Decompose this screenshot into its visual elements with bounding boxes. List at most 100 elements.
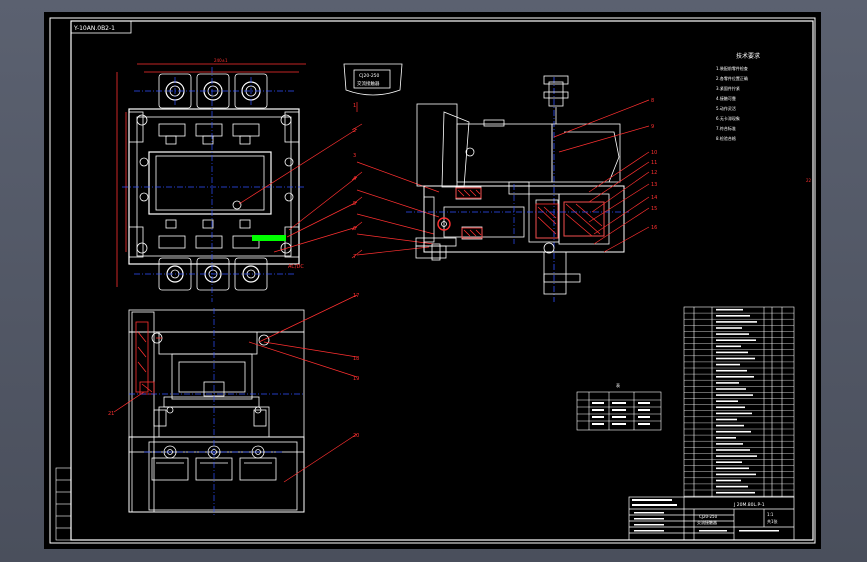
balloon-2: 2 xyxy=(353,128,356,134)
parts-list-cell xyxy=(716,461,742,463)
parts-list xyxy=(683,306,795,498)
title-tag: Y-10AN.0B2-1 xyxy=(73,25,115,32)
parts-list-cell xyxy=(716,333,749,335)
parts-list-cell xyxy=(716,376,754,378)
balloon-9: 9 xyxy=(651,124,654,130)
parts-list-cell xyxy=(716,473,756,476)
parts-list-cell xyxy=(716,437,736,439)
parts-list-cell xyxy=(716,339,756,341)
title-block-fill xyxy=(632,499,779,532)
parts-list-cell xyxy=(716,308,743,311)
coil-label: AC/DC xyxy=(288,264,304,270)
parts-list-cell xyxy=(716,321,757,323)
svg-text:8.检验合格: 8.检验合格 xyxy=(716,135,736,141)
title-block xyxy=(628,496,795,541)
parts-list-cell xyxy=(716,449,750,451)
parts-list-cell xyxy=(716,382,739,384)
left-side-table xyxy=(55,467,72,541)
shield-label-1: CJ20-250 xyxy=(359,73,380,79)
parts-list-cell xyxy=(716,400,738,402)
svg-text:3.紧固件拧紧: 3.紧固件拧紧 xyxy=(716,85,740,91)
parts-list-cell xyxy=(716,467,749,470)
svg-text:5.动作灵活: 5.动作灵活 xyxy=(716,105,736,111)
section-hatch xyxy=(455,187,605,239)
parts-list-cell xyxy=(716,412,752,415)
balloon-14: 14 xyxy=(651,195,657,201)
svg-text:6.无卡滞现象: 6.无卡滞现象 xyxy=(716,115,740,121)
scale: 1:1 xyxy=(767,512,774,517)
drawing-number: J 20M.80L.P-1 xyxy=(733,502,765,508)
balloon-4: 4 xyxy=(353,176,356,182)
front-view: 240±1 xyxy=(116,58,306,291)
small-table-header: 表 xyxy=(616,382,620,388)
bottom-centerlines xyxy=(129,308,304,517)
parts-list-cell xyxy=(716,424,744,427)
balloon-group-1: 1 2 3 4 5 6 7 xyxy=(353,103,356,260)
svg-text:4.接触可靠: 4.接触可靠 xyxy=(716,95,736,101)
inner-frame xyxy=(70,20,814,541)
highlight-block xyxy=(252,235,286,241)
balloon-21: 21 xyxy=(108,411,114,417)
balloon-15: 15 xyxy=(651,206,657,212)
cad-drawing: Y-10AN.0B2-1 240±1 xyxy=(49,17,816,544)
parts-list-cell xyxy=(716,369,747,372)
dimension-text: 240±1 xyxy=(214,58,228,63)
notes-list: 1.装配前零件检查 2.各零件位置正确 3.紧固件拧紧 4.接触可靠 5.动作灵… xyxy=(716,65,748,141)
notes-heading: 技术要求 xyxy=(736,52,760,60)
title-tag-box xyxy=(70,20,132,34)
balloon-1: 1 xyxy=(353,103,356,109)
bottom-view-hatch xyxy=(135,321,162,395)
parts-list-cell xyxy=(716,394,753,396)
front-leaders xyxy=(238,102,440,256)
title-line-2: 交流接触器 xyxy=(697,519,717,525)
balloon-5: 5 xyxy=(353,201,356,207)
balloon-11: 11 xyxy=(651,160,657,166)
balloon-13: 13 xyxy=(651,182,657,188)
balloon-19: 19 xyxy=(353,376,359,382)
cad-viewport[interactable]: Y-10AN.0B2-1 240±1 xyxy=(44,12,821,549)
balloon-10: 10 xyxy=(651,150,657,156)
parts-list-cell xyxy=(716,351,748,354)
outer-frame xyxy=(49,17,816,544)
title-line-1: CJ20-250 xyxy=(699,514,718,519)
balloon-20: 20 xyxy=(353,433,359,439)
parts-list-cell xyxy=(716,430,751,433)
parts-list-cell xyxy=(716,327,742,329)
side-mark: 22 xyxy=(806,178,812,183)
parts-list-cell xyxy=(716,418,737,421)
small-table xyxy=(576,391,662,431)
balloon-17: 17 xyxy=(353,293,359,299)
balloon-6: 6 xyxy=(353,226,356,232)
parts-list-cell xyxy=(716,479,741,482)
parts-list-cell xyxy=(716,406,745,409)
parts-list-cell xyxy=(716,363,740,366)
balloon-group-3: 17 18 19 20 21 xyxy=(108,293,359,439)
balloon-group-2: 8 9 10 11 12 13 14 15 16 xyxy=(651,98,657,231)
balloon-7: 7 xyxy=(353,254,356,260)
balloon-8: 8 xyxy=(651,98,654,104)
balloon-3: 3 xyxy=(353,153,356,159)
small-table-fill xyxy=(592,402,650,425)
parts-list-cell xyxy=(716,491,755,494)
parts-list-cell xyxy=(716,388,746,390)
parts-list-rows xyxy=(684,308,794,497)
bottom-view xyxy=(128,309,305,513)
sheet: 共1张 xyxy=(767,518,778,524)
front-centerlines xyxy=(122,67,306,302)
parts-list-cell xyxy=(716,455,757,457)
parts-list-cell xyxy=(716,485,748,488)
section-view xyxy=(415,75,625,302)
nameplate-shield xyxy=(343,63,403,96)
bottom-leaders xyxy=(113,294,358,483)
svg-text:7.符合标准: 7.符合标准 xyxy=(716,125,736,131)
parts-list-cell xyxy=(716,345,741,348)
balloon-18: 18 xyxy=(353,356,359,362)
svg-text:2.各零件位置正确: 2.各零件位置正确 xyxy=(716,75,748,81)
balloon-16: 16 xyxy=(651,225,657,231)
shield-label-2: 交流接触器 xyxy=(357,80,380,87)
parts-list-cell xyxy=(716,315,750,317)
parts-list-cell xyxy=(716,357,755,360)
svg-text:1.装配前零件检查: 1.装配前零件检查 xyxy=(716,65,748,71)
balloon-ticks xyxy=(351,123,363,259)
section-leaders xyxy=(553,99,650,253)
